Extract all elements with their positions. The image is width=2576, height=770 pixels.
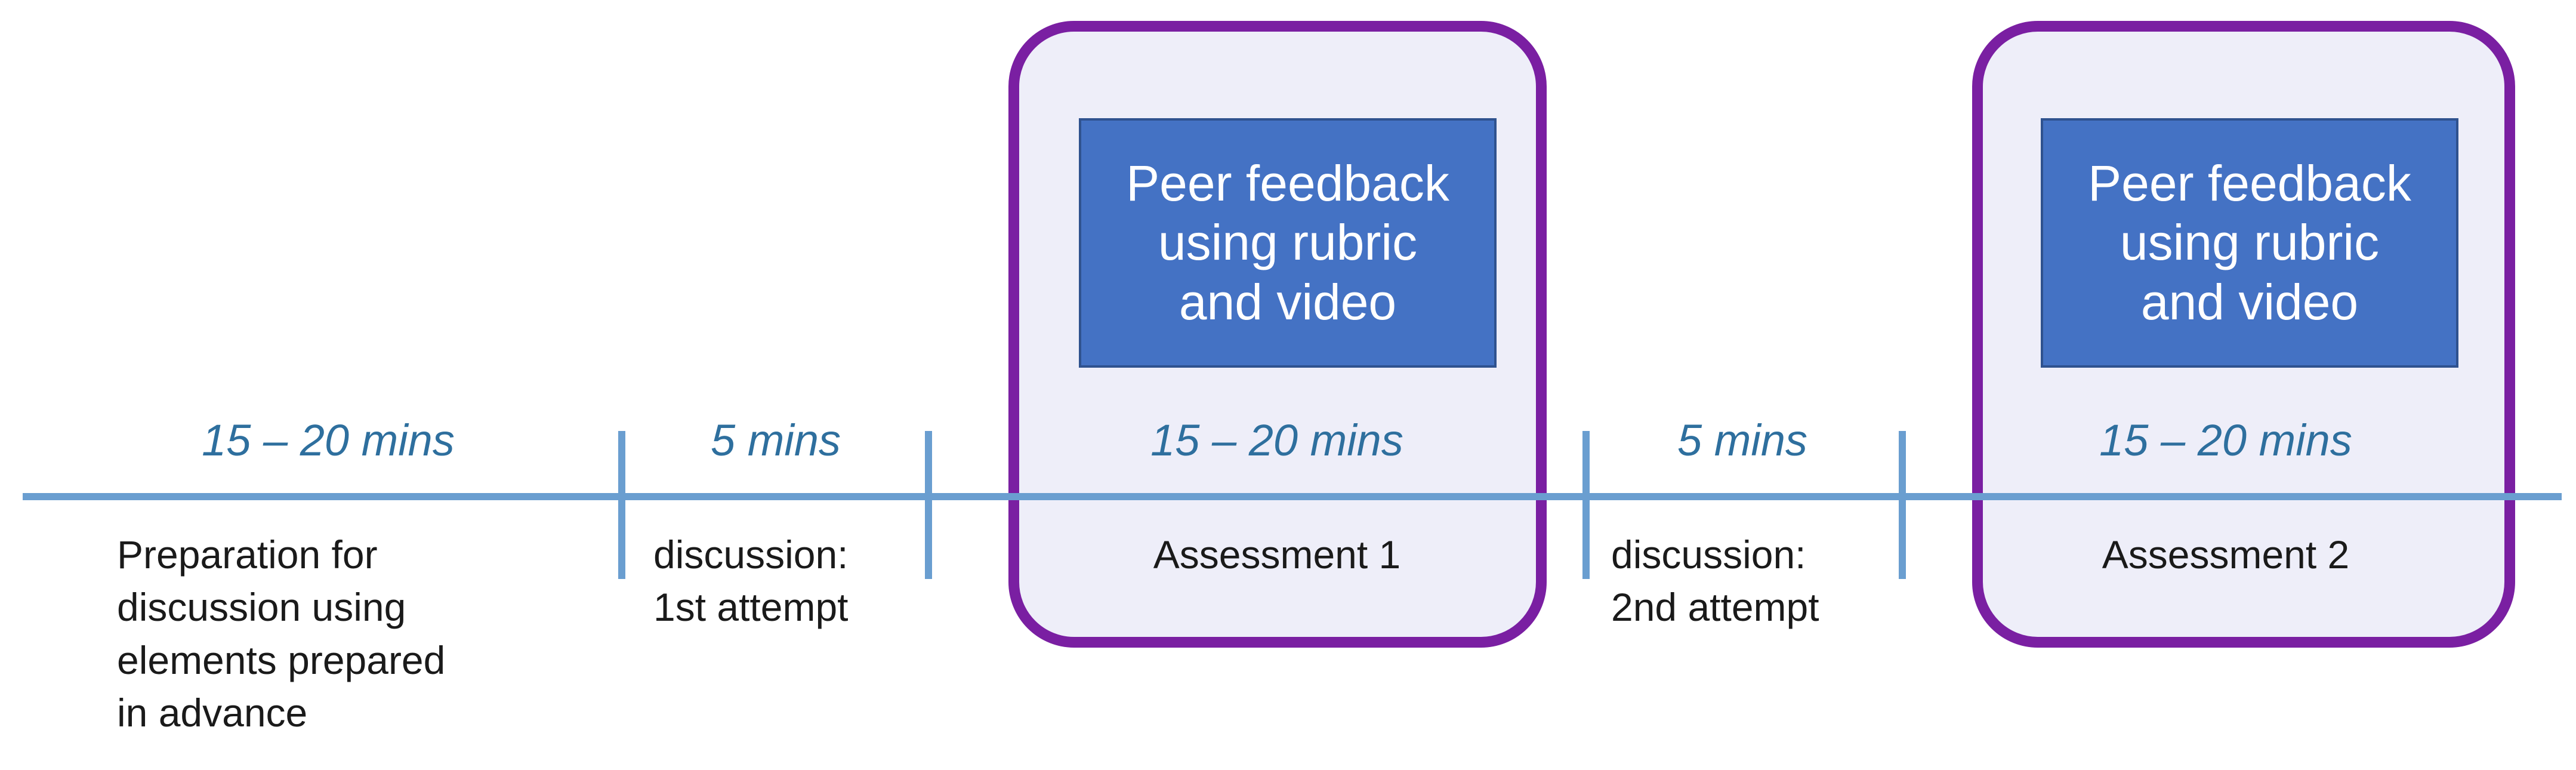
peer-feedback-text-2: Peer feedback using rubric and video xyxy=(2088,155,2411,330)
peer-feedback-text-1: Peer feedback using rubric and video xyxy=(1126,155,1449,330)
stage-label-assessment-1: Assessment 1 xyxy=(1153,532,1401,577)
peer-feedback-box-2: Peer feedback using rubric and video xyxy=(2041,118,2458,368)
peer-feedback-box-1: Peer feedback using rubric and video xyxy=(1079,118,1497,368)
timeline-divider-4 xyxy=(1899,431,1906,579)
duration-assessment-1: 15 – 20 mins xyxy=(1150,415,1403,465)
duration-preparation: 15 – 20 mins xyxy=(202,415,455,465)
timeline-axis xyxy=(23,493,2562,500)
stage-label-assessment-2: Assessment 2 xyxy=(2102,532,2350,577)
timeline-divider-2 xyxy=(925,431,932,579)
stage-label-discussion-1: discussion: 1st attempt xyxy=(653,532,849,630)
timeline-divider-1 xyxy=(618,431,625,579)
stage-label-preparation: Preparation for discussion using element… xyxy=(117,532,446,735)
stage-label-discussion-2: discussion: 2nd attempt xyxy=(1611,532,1819,630)
duration-discussion-2: 5 mins xyxy=(1677,415,1807,465)
duration-discussion-1: 5 mins xyxy=(711,415,841,465)
duration-assessment-2: 15 – 20 mins xyxy=(2099,415,2352,465)
timeline-divider-3 xyxy=(1582,431,1590,579)
